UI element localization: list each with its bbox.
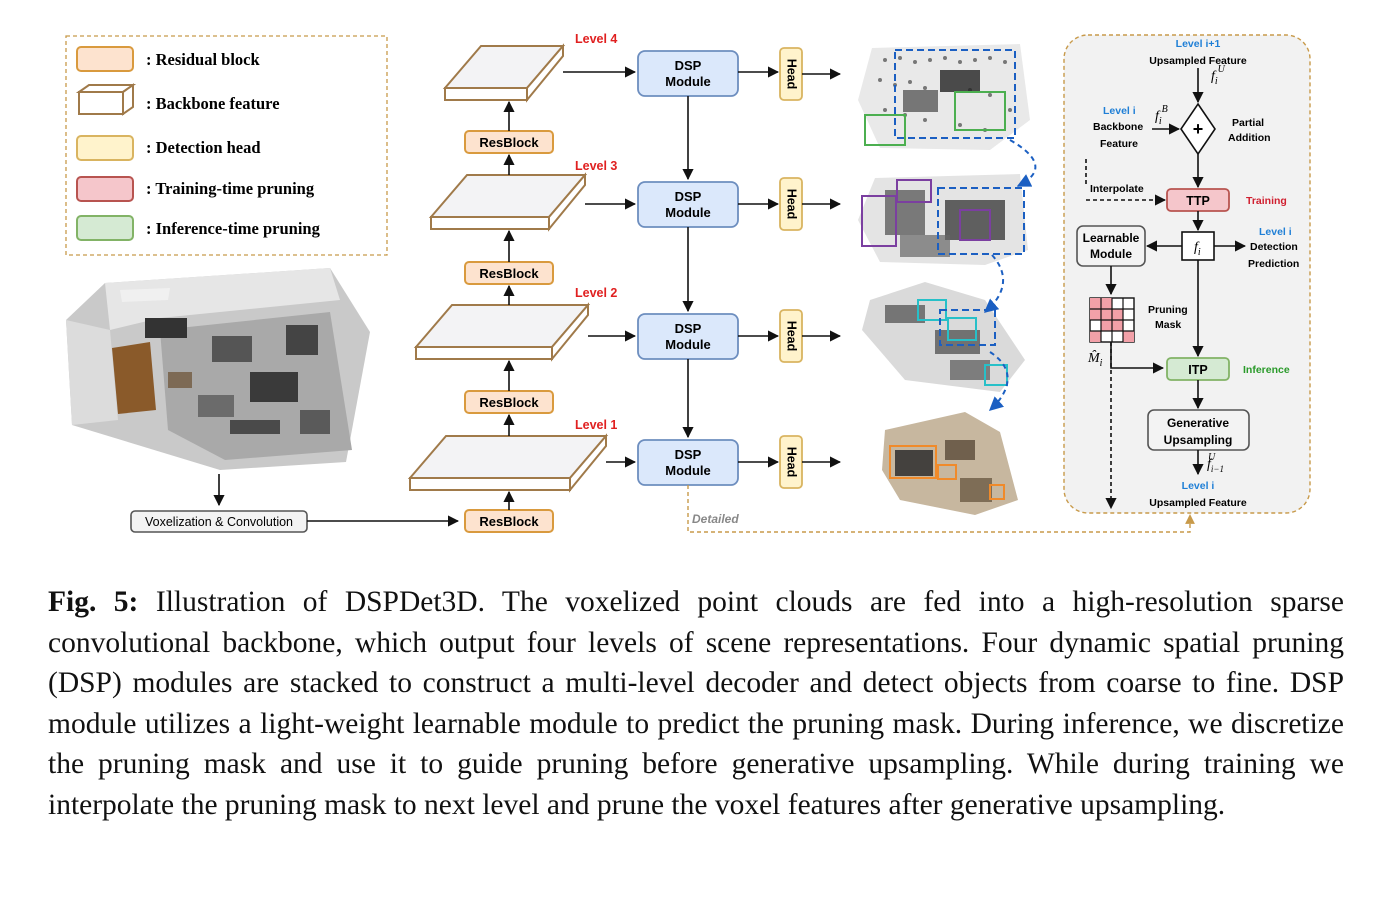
residual-block-swatch (76, 46, 134, 72)
coarse-to-fine-arrow (983, 254, 1005, 313)
level-1-label: Level 1 (575, 418, 617, 432)
interpolate-label: Interpolate (1090, 183, 1144, 195)
legend-label-residual: : Residual block (146, 50, 261, 69)
dsp-label-line2: Module (665, 463, 711, 478)
inference-pruning-swatch (76, 215, 134, 241)
head-label: Head (785, 321, 799, 352)
resblock-3: ResBlock (464, 130, 554, 154)
resblock-label: ResBlock (479, 266, 539, 281)
detailed-connector (687, 485, 1195, 533)
backbone-feature-level-2 (413, 302, 591, 362)
dsp-module-level-4: DSP Module (637, 50, 739, 97)
backbone-line2: Feature (1100, 138, 1138, 150)
level-3-label: Level 3 (575, 159, 617, 173)
resblock-label: ResBlock (479, 395, 539, 410)
symbol-m-hat-i: M̂i (1087, 350, 1103, 369)
resblock-0: ResBlock (464, 509, 554, 533)
training-pruning-swatch (76, 176, 134, 202)
bottom-level: Level i (1182, 480, 1215, 492)
detection-level: Level i (1259, 226, 1292, 238)
backbone-line1: Backbone (1093, 121, 1143, 133)
level-2-label: Level 2 (575, 286, 617, 300)
voxelization-label: Voxelization & Convolution (145, 515, 293, 529)
generative-line1: Generative (1167, 416, 1229, 430)
backbone-level: Level i (1103, 105, 1136, 117)
dsp-label-line2: Module (665, 205, 711, 220)
pruning-line2: Mask (1155, 319, 1181, 331)
dsp-module-level-1: DSP Module (637, 439, 739, 486)
training-label: Training (1246, 195, 1287, 207)
head-label: Head (785, 59, 799, 90)
head-label: Head (785, 447, 799, 478)
dsp-module-level-2: DSP Module (637, 313, 739, 360)
coarse-to-fine-arrow (1009, 139, 1037, 187)
dsp-label-line1: DSP (675, 447, 702, 462)
learnable-line1: Learnable (1083, 231, 1140, 245)
plus-icon: + (1193, 119, 1204, 139)
backbone-feature-level-4 (442, 43, 566, 103)
dsp-label-line1: DSP (675, 58, 702, 73)
legend-label-backbone: : Backbone feature (146, 94, 280, 113)
dsp-module-level-3: DSP Module (637, 181, 739, 228)
caption-label: Fig. 5: (48, 586, 139, 618)
bottom-feature: Upsampled Feature (1149, 497, 1247, 509)
detailed-label: Detailed (692, 512, 739, 526)
resblock-label: ResBlock (479, 514, 539, 529)
legend-label-head: : Detection head (146, 138, 261, 157)
itp-label: ITP (1188, 363, 1207, 377)
caption-text: Illustration of DSPDet3D. The voxelized … (48, 586, 1344, 821)
architecture-diagram: : Residual block : Backbone feature : De… (65, 32, 1311, 533)
detection-result-level-2 (862, 282, 1025, 392)
learnable-line2: Module (1090, 247, 1132, 261)
pruning-line1: Pruning (1148, 304, 1188, 316)
detection-result-level-4 (858, 44, 1030, 150)
detection-head-level-1: Head (779, 435, 803, 489)
detection-result-level-1 (882, 412, 1018, 515)
detail-top-feature: Upsampled Feature (1149, 55, 1247, 67)
detection-head-level-4: Head (779, 47, 803, 101)
resblock-1: ResBlock (464, 390, 554, 414)
legend: : Residual block : Backbone feature : De… (65, 35, 388, 256)
backbone-feature-level-3 (428, 172, 588, 232)
legend-label-inference: : Inference-time pruning (146, 219, 321, 238)
dsp-label-line2: Module (665, 337, 711, 352)
legend-label-training: : Training-time pruning (146, 179, 315, 198)
detection-line1: Detection (1250, 241, 1298, 253)
input-point-cloud-image (66, 268, 370, 470)
detection-line2: Prediction (1248, 258, 1299, 270)
dsp-label-line2: Module (665, 74, 711, 89)
legend-frame (65, 35, 388, 256)
detection-head-level-3: Head (779, 177, 803, 231)
detection-head-swatch (76, 135, 134, 161)
backbone-feature-cube (75, 83, 137, 116)
dsp-detail-panel: Level i+1 Upsampled Feature fiU + Partia… (1063, 34, 1311, 514)
ttp-label: TTP (1186, 194, 1210, 208)
resblock-label: ResBlock (479, 135, 539, 150)
partial-line1: Partial (1232, 117, 1264, 129)
partial-line2: Addition (1228, 132, 1271, 144)
backbone-feature-level-1 (407, 433, 609, 493)
inference-label: Inference (1243, 364, 1290, 376)
figure-caption: Fig. 5: Illustration of DSPDet3D. The vo… (48, 582, 1344, 826)
resblock-2: ResBlock (464, 261, 554, 285)
pruning-mask-grid (1089, 297, 1135, 343)
head-label: Head (785, 189, 799, 220)
detection-result-level-3 (858, 174, 1028, 265)
symbol-f-i: fi (1194, 240, 1201, 258)
detail-top-level: Level i+1 (1176, 38, 1221, 50)
detection-head-level-2: Head (779, 309, 803, 363)
dsp-label-line1: DSP (675, 189, 702, 204)
dsp-label-line1: DSP (675, 321, 702, 336)
generative-line2: Upsampling (1164, 433, 1233, 447)
level-4-label: Level 4 (575, 32, 617, 46)
